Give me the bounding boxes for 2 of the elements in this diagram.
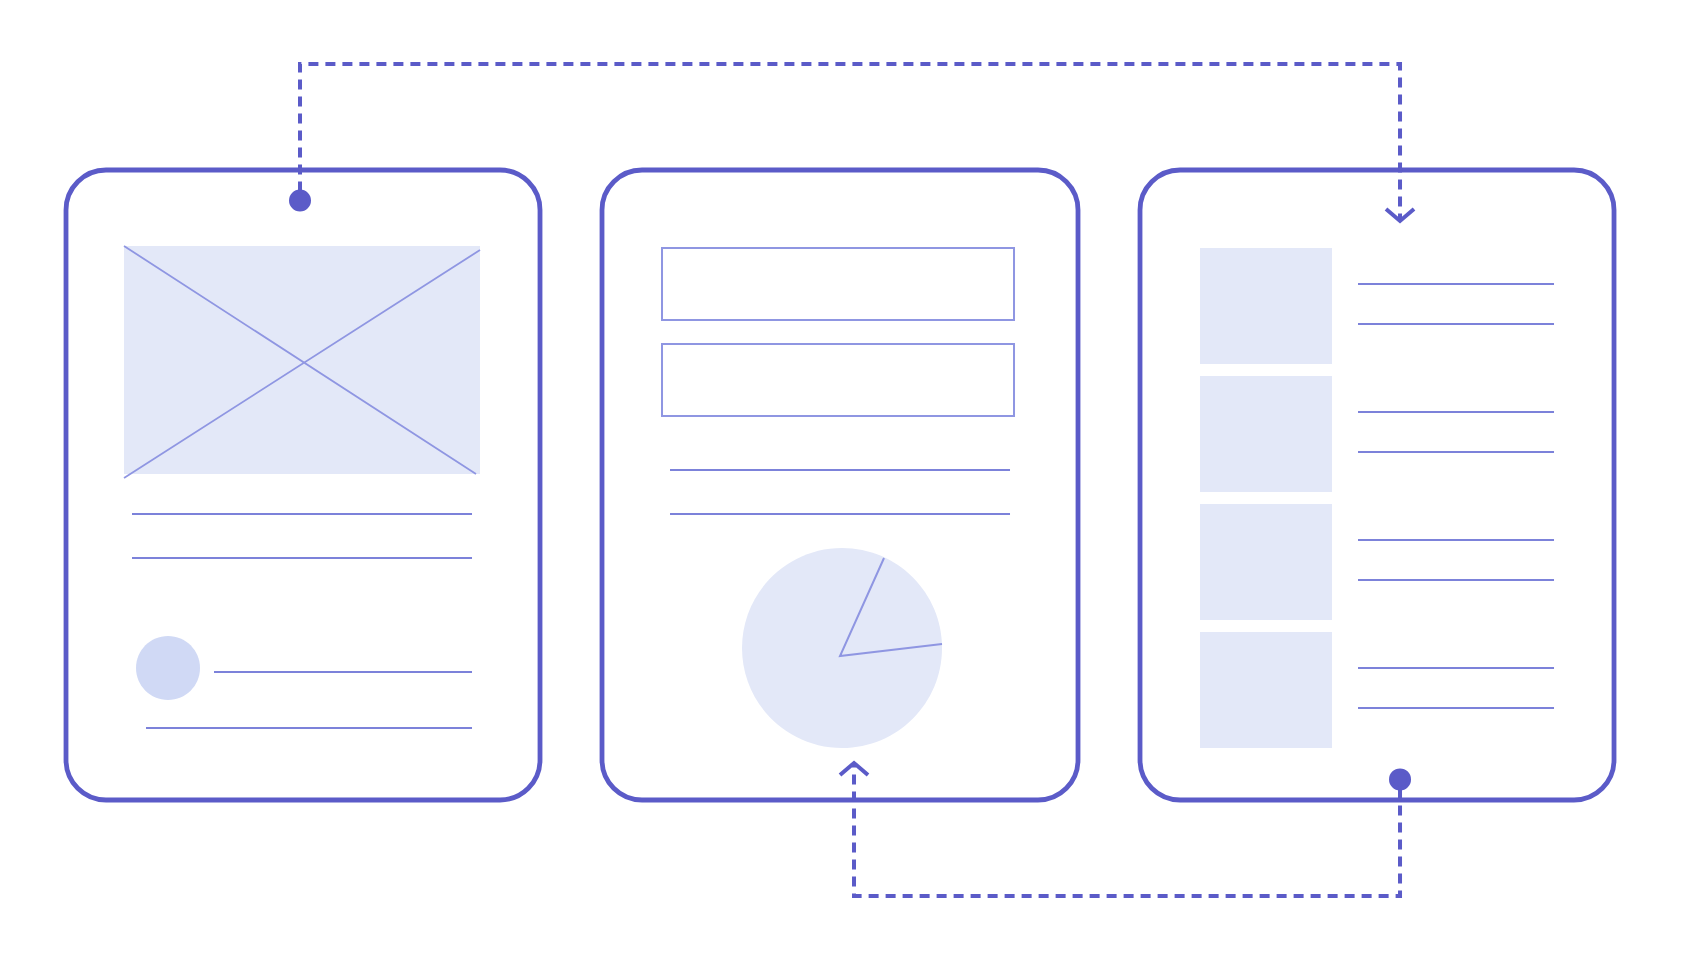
connector-arrow bbox=[289, 62, 1416, 224]
connector-arrow bbox=[838, 760, 1411, 898]
